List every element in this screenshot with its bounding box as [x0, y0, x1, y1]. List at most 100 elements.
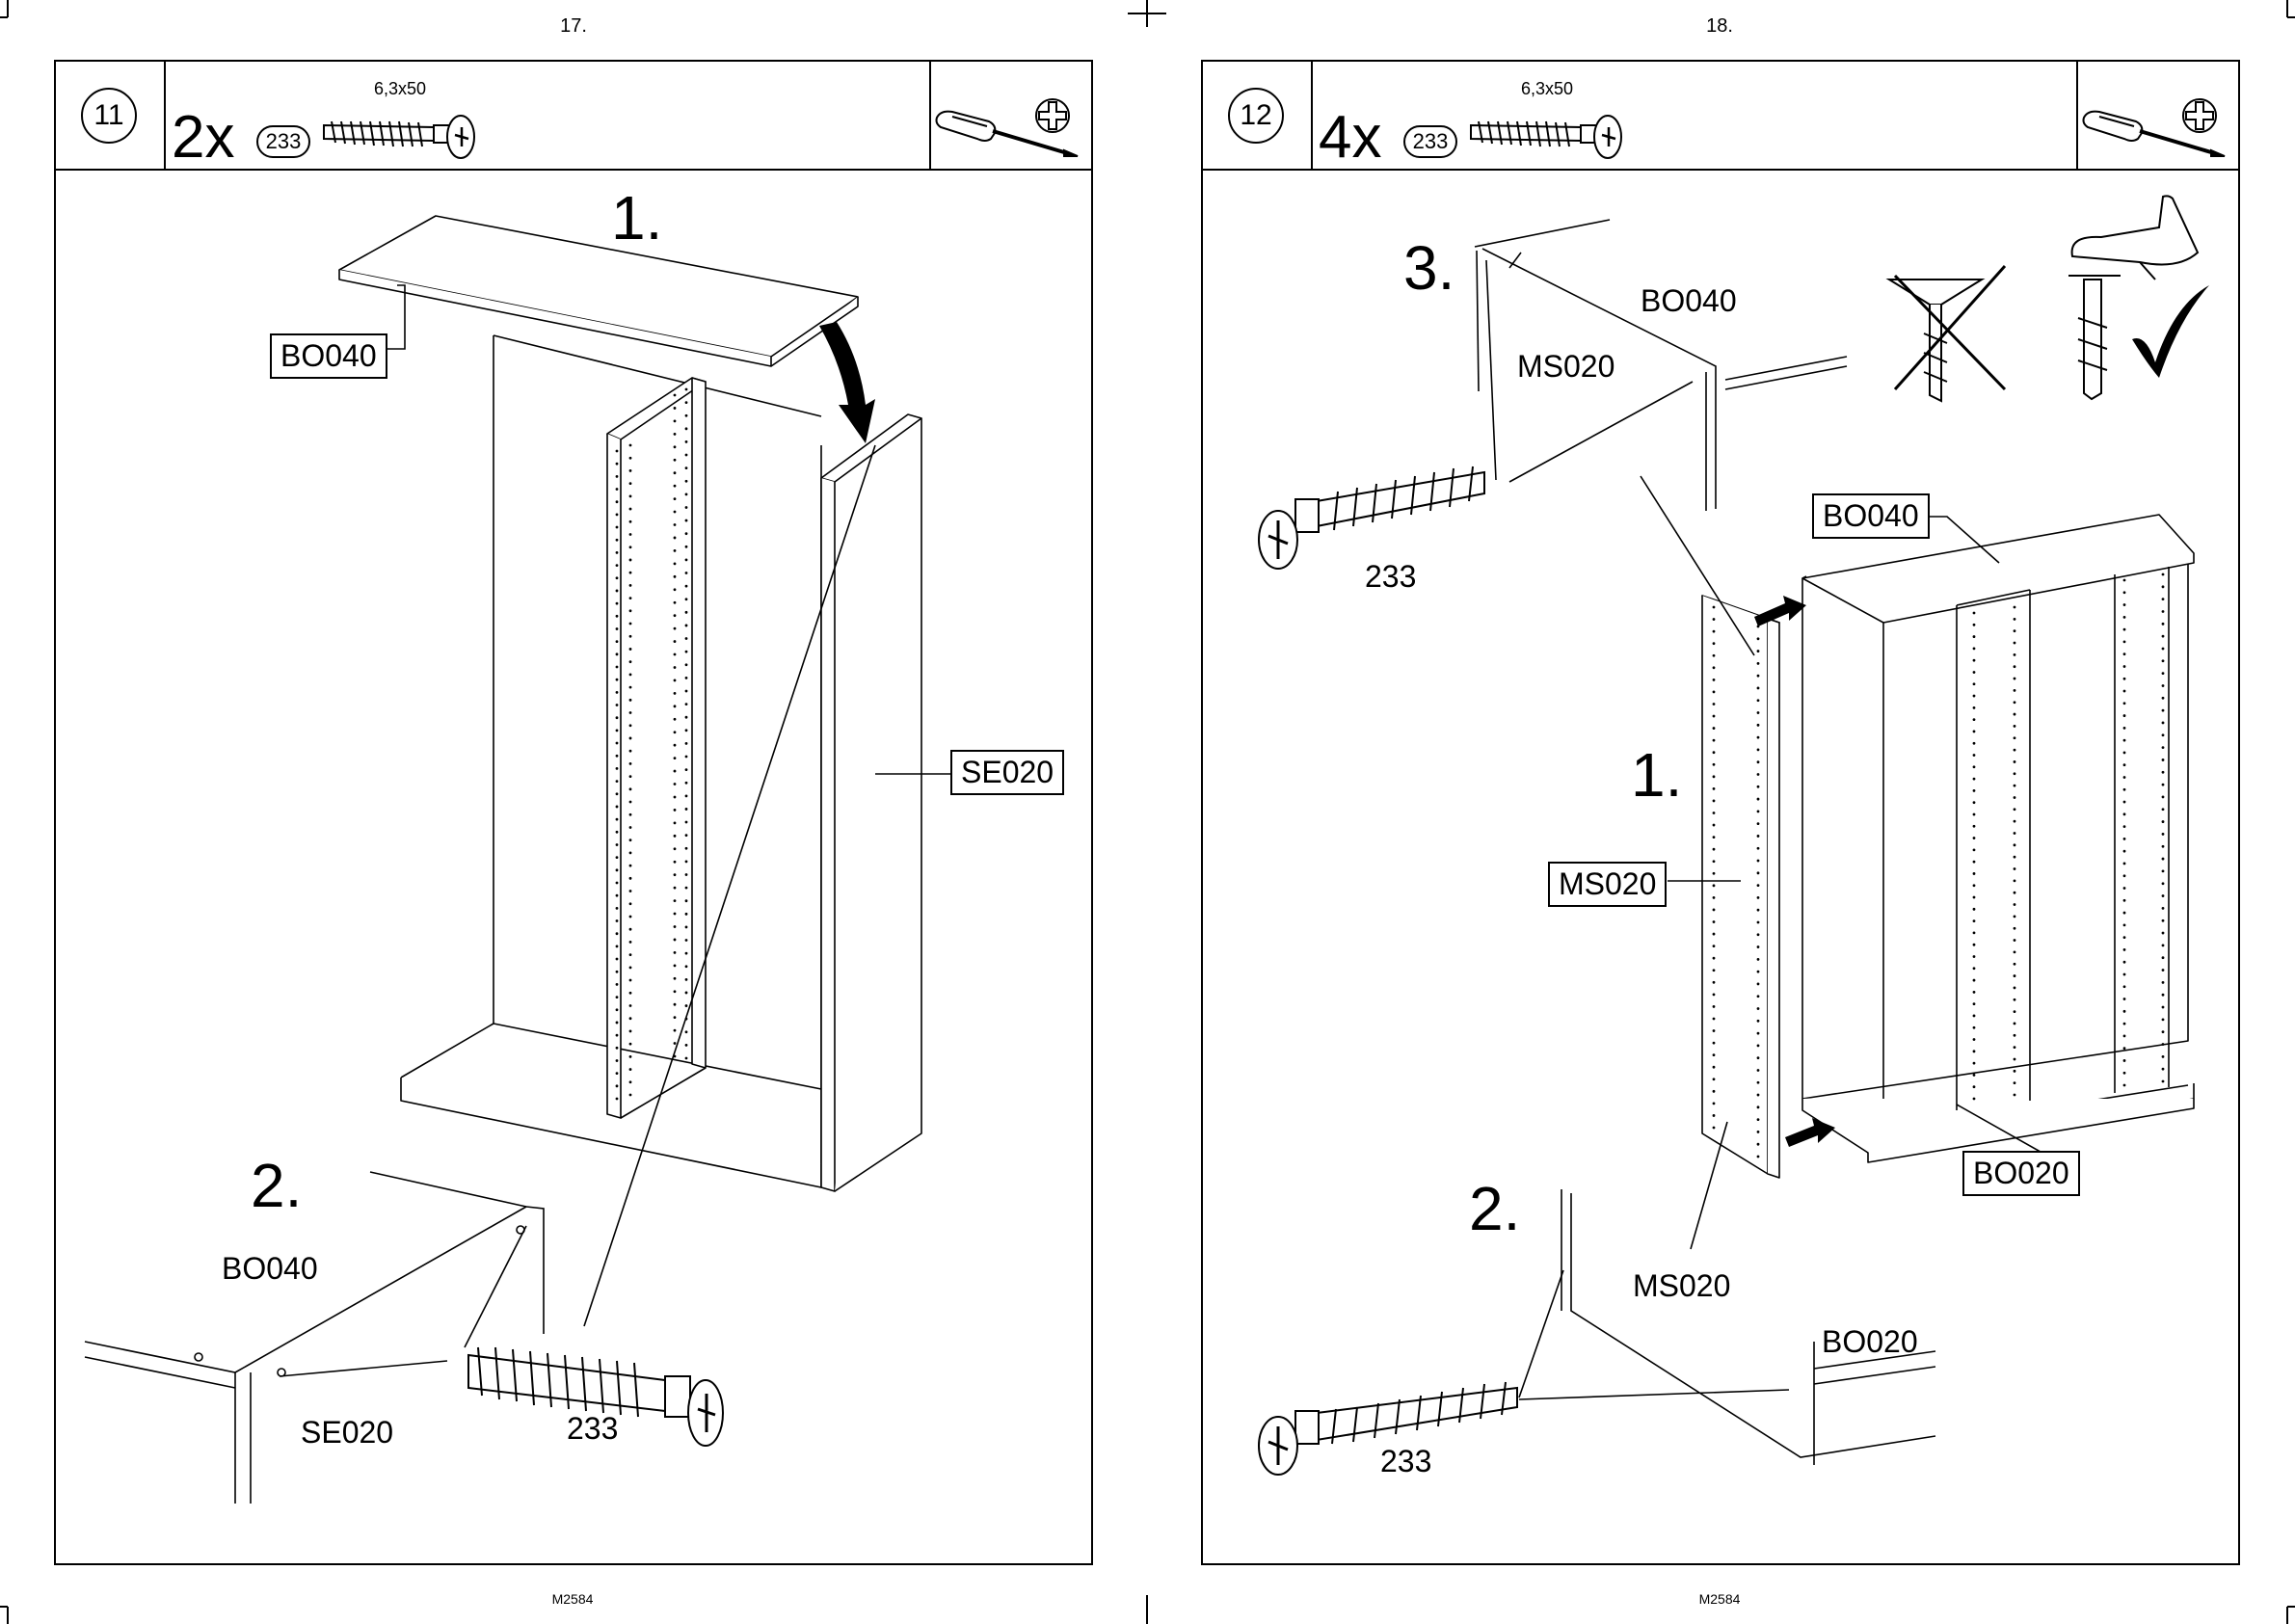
panel-hole: [2014, 701, 2016, 704]
panel-hole: [629, 839, 632, 841]
panel-hole: [2014, 749, 2016, 752]
panel-hole: [2123, 603, 2126, 606]
panel-hole: [2162, 709, 2165, 712]
panel-hole: [674, 705, 677, 707]
panel-hole: [629, 572, 632, 574]
panel-hole: [2123, 1023, 2126, 1025]
panel-hole: [1757, 847, 1760, 850]
panel-hole: [1713, 933, 1716, 936]
panel-hole: [1973, 908, 1976, 911]
panel-hole: [1973, 896, 1976, 899]
panel-hole: [629, 1017, 632, 1020]
panel-hole: [1713, 751, 1716, 754]
panel-hole: [1713, 1114, 1716, 1117]
panel-hole: [2014, 879, 2016, 882]
panel-hole: [685, 572, 688, 574]
panel-hole: [2162, 932, 2165, 935]
panel-hole: [674, 821, 677, 824]
panel-hole: [2162, 870, 2165, 873]
panel-hole: [674, 1029, 677, 1032]
panel-hole: [616, 1059, 619, 1062]
panel-hole: [2014, 998, 2016, 1001]
panel-hole: [1973, 944, 1976, 946]
panel-hole: [616, 856, 619, 859]
panel-hole: [1713, 727, 1716, 730]
panel-hole: [2123, 863, 2126, 865]
panel-hole: [1757, 687, 1760, 690]
panel-hole: [2014, 606, 2016, 609]
panel-hole: [629, 865, 632, 867]
panel-hole: [1757, 945, 1760, 948]
panel-hole: [629, 1094, 632, 1097]
panel-hole: [1973, 789, 1976, 792]
panel-hole: [2123, 998, 2126, 1000]
panel-hole: [685, 860, 688, 863]
panel-hole: [674, 1016, 677, 1019]
panel-hole: [616, 1072, 619, 1075]
panel-hole: [2123, 727, 2126, 730]
panel-hole: [616, 742, 619, 745]
panel-hole: [2014, 642, 2016, 645]
panel-hole: [685, 454, 688, 457]
panel-hole: [674, 471, 677, 474]
panel-hole: [1713, 981, 1716, 984]
panel-hole: [685, 768, 688, 771]
panel-hole: [616, 1098, 619, 1101]
panel-hole: [2162, 919, 2165, 922]
panel-hole: [629, 609, 632, 612]
panel-hole: [2014, 903, 2016, 906]
panel-hole: [1973, 718, 1976, 721]
panel-hole: [1757, 1081, 1760, 1084]
panel-hole: [1973, 1074, 1976, 1077]
panel-hole: [2014, 951, 2016, 954]
panel-hole: [674, 951, 677, 954]
panel-hole: [1713, 654, 1716, 657]
panel-hole: [1973, 1050, 1976, 1052]
panel-hole: [2123, 874, 2126, 877]
panel-hole: [685, 466, 688, 469]
panel-hole: [2014, 785, 2016, 787]
panel-hole: [1973, 801, 1976, 804]
panel-hole: [1757, 971, 1760, 973]
panel-hole: [616, 806, 619, 809]
panel-hole: [674, 445, 677, 448]
panel-hole: [1713, 763, 1716, 766]
panel-hole: [1973, 731, 1976, 733]
panel-hole: [629, 597, 632, 599]
panel-hole: [1973, 659, 1976, 662]
panel-hole: [1973, 612, 1976, 615]
panel-hole: [2123, 912, 2126, 915]
panel-hole: [1713, 872, 1716, 875]
panel-hole: [2014, 1094, 2016, 1097]
panel-hole: [616, 792, 619, 795]
panel-hole: [616, 666, 619, 669]
panel-hole: [2014, 843, 2016, 846]
panel-hole: [1973, 1098, 1976, 1101]
panel-hole: [629, 469, 632, 472]
panel-hole: [2162, 845, 2165, 848]
panel-hole: [1713, 969, 1716, 972]
panel-hole: [685, 899, 688, 902]
panel-hole: [1757, 822, 1760, 825]
panel-hole: [629, 826, 632, 829]
panel-hole: [1973, 1062, 1976, 1065]
panel-hole: [685, 519, 688, 522]
panel-hole: [1757, 1032, 1760, 1035]
panel-hole: [616, 945, 619, 947]
panel-hole: [2014, 689, 2016, 692]
panel-hole: [616, 513, 619, 516]
panel-hole: [2123, 641, 2126, 644]
panel-hole: [674, 990, 677, 993]
panel-hole: [629, 801, 632, 804]
panel-hole: [629, 750, 632, 753]
panel-hole: [674, 873, 677, 876]
panel-hole: [2123, 812, 2126, 815]
panel-hole: [685, 598, 688, 600]
panel-hole: [685, 992, 688, 995]
panel-hole: [674, 964, 677, 967]
panel-hole: [674, 575, 677, 578]
panel-hole: [616, 640, 619, 643]
panel-hole: [685, 703, 688, 706]
panel-hole: [1757, 760, 1760, 763]
panel-hole: [1713, 666, 1716, 669]
